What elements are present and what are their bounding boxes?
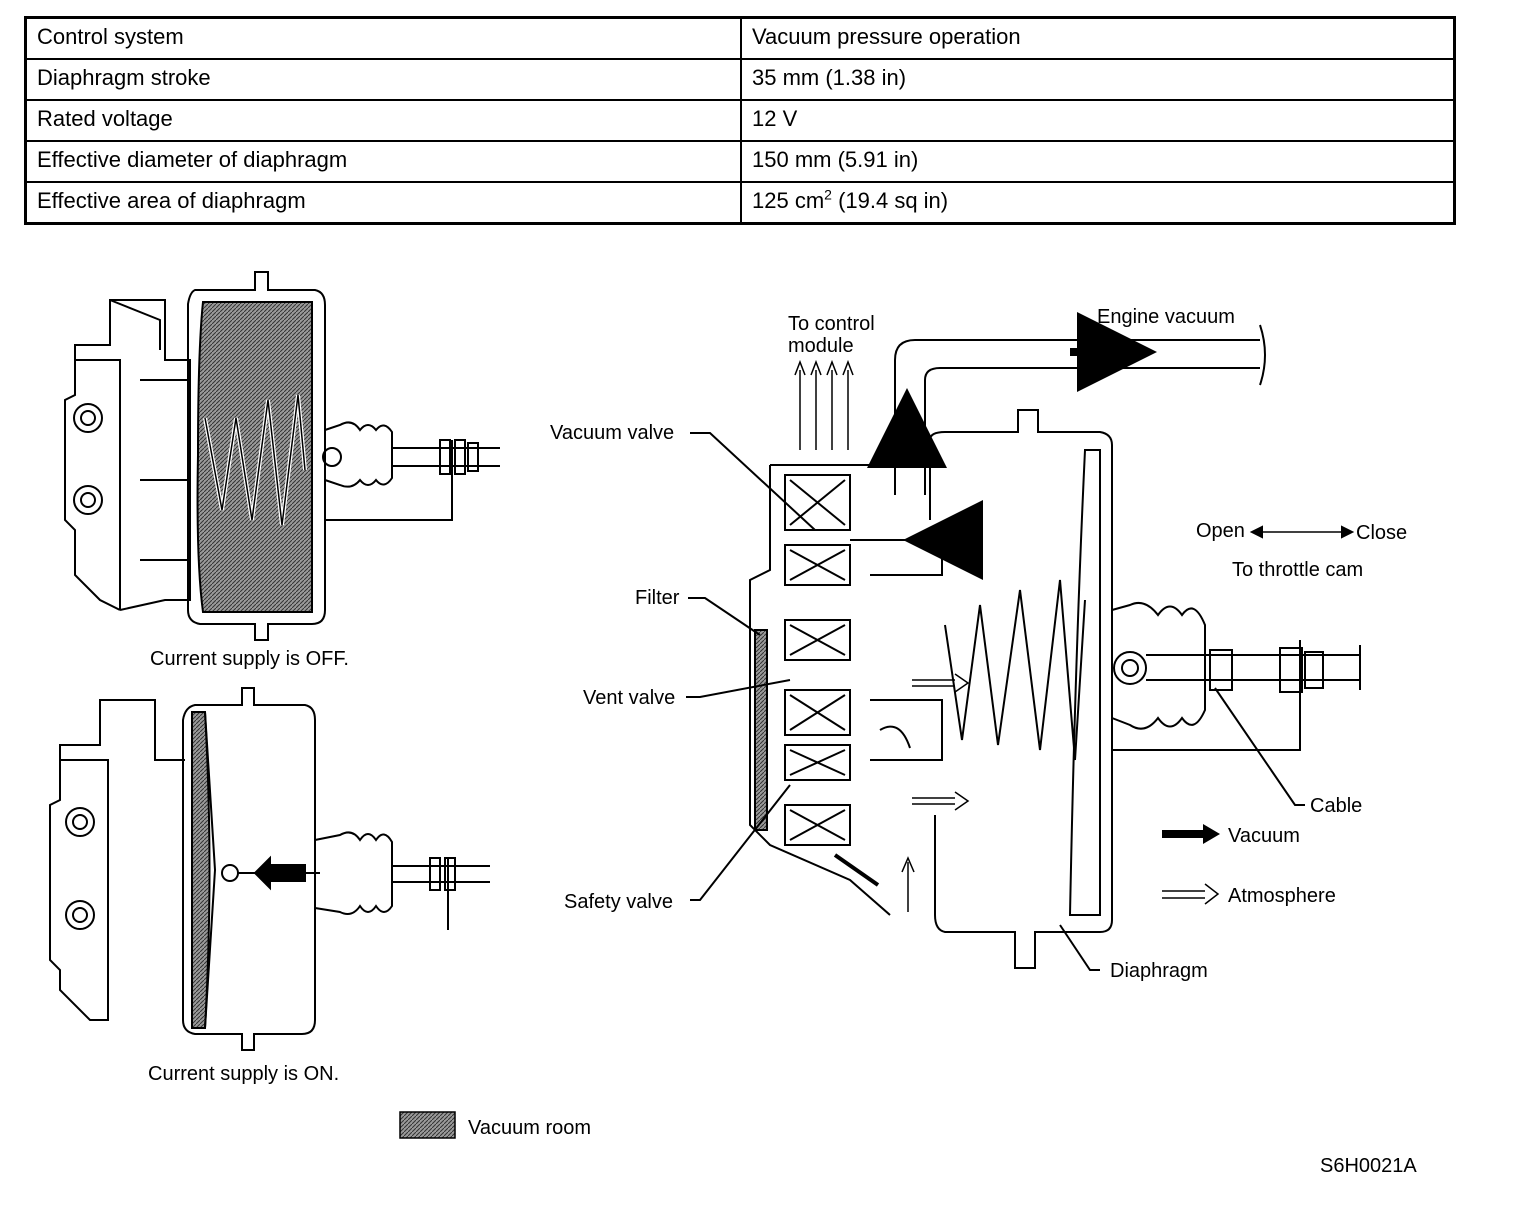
label-vacuum-valve: Vacuum valve xyxy=(550,422,674,444)
spec-value: 35 mm (1.38 in) xyxy=(740,58,1456,101)
legend-vacuum: Vacuum xyxy=(1228,825,1300,847)
actuator-on-view xyxy=(49,687,490,1051)
figure-code: S6H0021A xyxy=(1320,1155,1417,1177)
spec-key: Rated voltage xyxy=(24,99,742,142)
label-cable: Cable xyxy=(1310,795,1362,817)
spec-key: Effective area of diaphragm xyxy=(24,181,742,225)
area-value-imperial: (19.4 sq in) xyxy=(831,188,949,213)
spec-row: Diaphragm stroke 35 mm (1.38 in) xyxy=(24,58,1456,101)
label-to-control-module-1: To control xyxy=(788,313,875,335)
caption-current-off: Current supply is OFF. xyxy=(150,648,349,670)
label-close: Close xyxy=(1356,522,1407,544)
spec-row: Effective area of diaphragm 125 cm2 (19.… xyxy=(24,181,1456,225)
label-diaphragm: Diaphragm xyxy=(1110,960,1208,982)
label-safety-valve: Safety valve xyxy=(564,891,673,913)
spec-row: Control system Vacuum pressure operation xyxy=(24,16,1456,60)
legend-atmosphere: Atmosphere xyxy=(1228,885,1336,907)
spec-value: 150 mm (5.91 in) xyxy=(740,140,1456,183)
label-open: Open xyxy=(1196,520,1245,542)
atmosphere-arrow-icon xyxy=(1162,883,1220,905)
spec-value: Vacuum pressure operation xyxy=(740,16,1456,60)
label-to-throttle-cam: To throttle cam xyxy=(1232,559,1363,581)
vacuum-room-swatch xyxy=(399,1111,456,1139)
spec-table: Control system Vacuum pressure operation… xyxy=(24,16,1456,225)
label-engine-vacuum: Engine vacuum xyxy=(1097,306,1235,328)
label-vent-valve: Vent valve xyxy=(583,687,675,709)
spec-key: Control system xyxy=(24,16,742,60)
caption-current-on: Current supply is ON. xyxy=(148,1063,339,1085)
actuator-cross-section xyxy=(686,312,1361,971)
legend-vacuum-room: Vacuum room xyxy=(468,1117,591,1139)
spec-value: 125 cm2 (19.4 sq in) xyxy=(740,181,1456,225)
spec-row: Effective diameter of diaphragm 150 mm (… xyxy=(24,140,1456,183)
area-value: 125 cm xyxy=(752,188,825,213)
flow-legend: Vacuum Atmosphere xyxy=(1162,824,1336,907)
spec-row: Rated voltage 12 V xyxy=(24,99,1456,142)
label-to-control-module-2: module xyxy=(788,335,854,357)
label-filter: Filter xyxy=(635,587,680,609)
area-exponent: 2 xyxy=(824,186,832,203)
vacuum-arrowhead-icon xyxy=(1203,824,1220,844)
spec-value: 12 V xyxy=(740,99,1456,142)
spec-key: Diaphragm stroke xyxy=(24,58,742,101)
spec-key: Effective diameter of diaphragm xyxy=(24,140,742,183)
actuator-off-view xyxy=(64,271,500,641)
